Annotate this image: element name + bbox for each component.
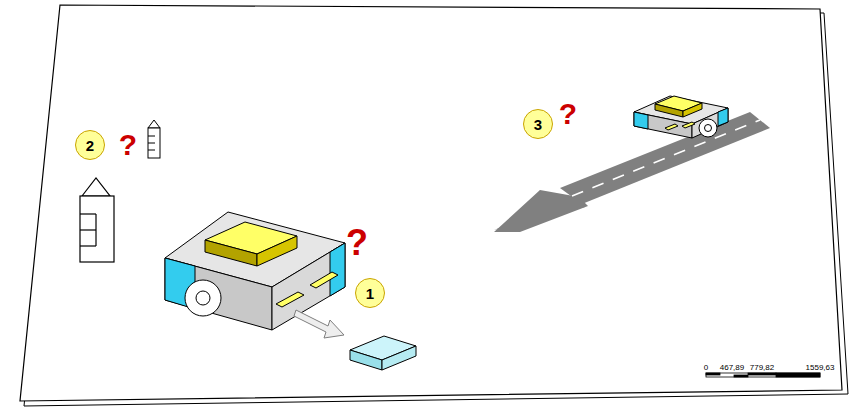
callout-circle: 2 xyxy=(75,130,105,160)
output-block xyxy=(350,336,416,370)
question-mark: ? xyxy=(119,130,137,160)
tube-icon-large xyxy=(80,178,114,262)
scale-value: 779,82 xyxy=(750,364,774,372)
question-mark: ? xyxy=(559,99,577,129)
scale-value: 1559,63 xyxy=(806,364,835,372)
callout-number: 3 xyxy=(534,117,542,132)
callout-circle: 3 xyxy=(523,109,553,139)
robot-car xyxy=(165,212,345,330)
scale-value: 467,89 xyxy=(720,364,744,372)
scale-bar xyxy=(706,373,820,377)
small-car xyxy=(634,96,728,138)
road xyxy=(494,112,770,232)
callout-circle: 1 xyxy=(355,278,385,308)
callout-number: 2 xyxy=(86,138,94,153)
question-mark: ? xyxy=(346,225,368,261)
tube-icon-small xyxy=(148,120,160,158)
sheet xyxy=(20,5,842,401)
callout-number: 1 xyxy=(366,286,374,301)
output-arrow xyxy=(294,310,344,338)
scale-value: 0 xyxy=(704,364,708,372)
